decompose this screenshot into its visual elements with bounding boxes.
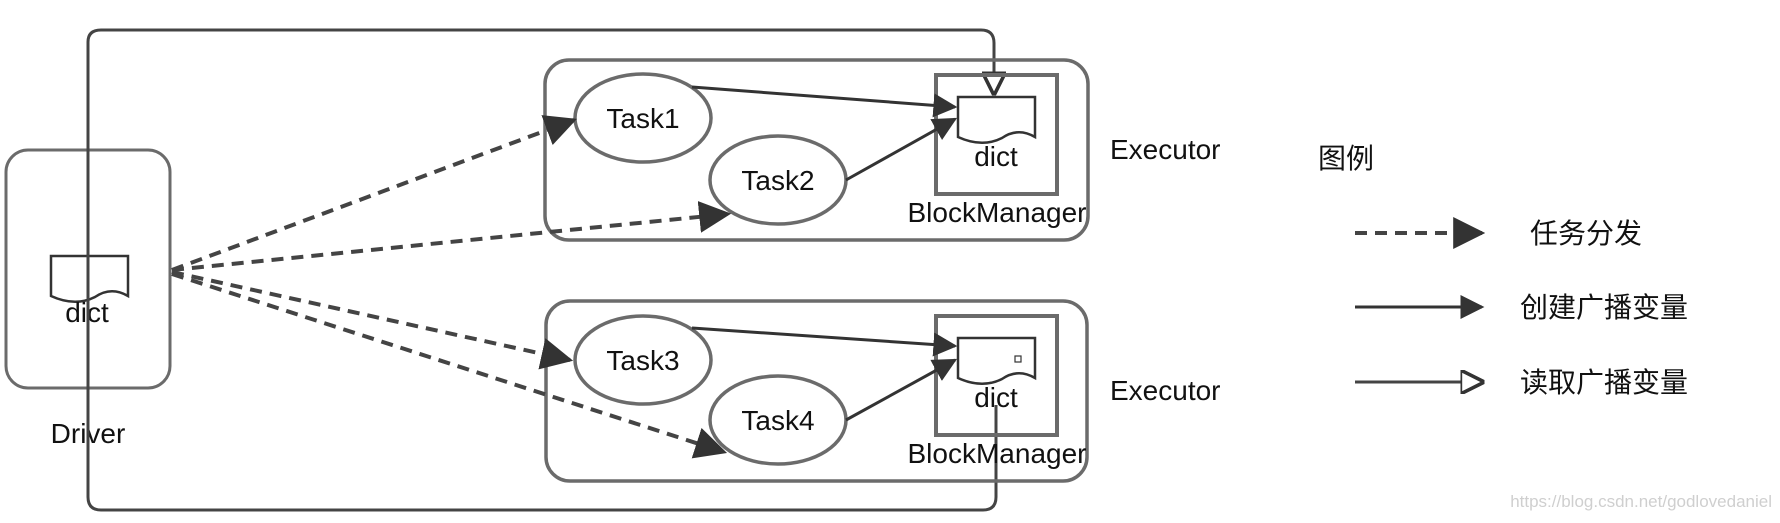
- task-dispatch-arrows: [171, 115, 732, 459]
- create-arrow-task1: [691, 85, 958, 118]
- task-label-4: Task4: [741, 405, 814, 436]
- executor-1-dict-document-icon: [956, 95, 1037, 144]
- create-arrow-task2: [845, 117, 958, 182]
- task-node-3: [573, 314, 713, 406]
- create-arrow-task3: [691, 326, 958, 357]
- executor-label-1: Executor: [1110, 134, 1221, 165]
- tiny-square-marker: [1014, 355, 1022, 363]
- task-label-3: Task3: [606, 345, 679, 376]
- executor-1-dict-label: dict: [974, 141, 1018, 172]
- executor-2-dict-label: dict: [974, 382, 1018, 413]
- dispatch-arrow-task3: [171, 270, 574, 370]
- blockmanager-label-1: BlockManager: [908, 197, 1087, 228]
- legend-title: 图例: [1318, 142, 1374, 175]
- dispatch-arrow-task2: [171, 200, 732, 272]
- executor-2-dict-document-icon: [956, 336, 1037, 385]
- executor-box-1: [543, 58, 1090, 242]
- blockmanager-label-2: BlockManager: [908, 438, 1087, 469]
- legend-label-dispatch: 任务分发: [1530, 217, 1642, 250]
- watermark-text: https://blog.csdn.net/godlovedaniel: [1510, 492, 1772, 511]
- create-broadcast-arrows: [691, 85, 958, 422]
- executor-box-2: [544, 299, 1089, 483]
- task-label-1: Task1: [606, 103, 679, 134]
- create-arrow-task4: [845, 358, 958, 422]
- legend-label-read: 读取广播变量: [1520, 366, 1688, 399]
- dispatch-arrow-task1: [171, 115, 577, 272]
- task-label-2: Task2: [741, 165, 814, 196]
- executor-label-2: Executor: [1110, 375, 1221, 406]
- legend-label-create: 创建广播变量: [1520, 291, 1688, 324]
- read-broadcast-loop-line: [86, 28, 996, 512]
- dispatch-arrow-task4: [171, 272, 728, 459]
